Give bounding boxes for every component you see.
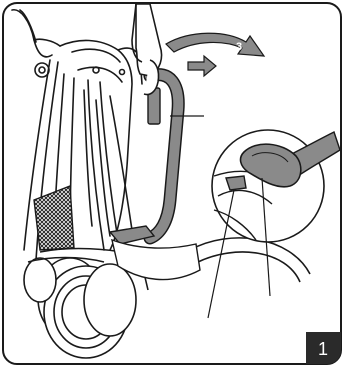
stroller-frame xyxy=(12,10,142,260)
small-latch xyxy=(226,176,246,190)
mesh-basket xyxy=(34,186,74,250)
hand xyxy=(132,4,162,95)
step-number: 1 xyxy=(318,339,328,359)
step-badge: 1 xyxy=(306,332,341,364)
arrow-step-label: 3 xyxy=(236,41,242,53)
push-arrow xyxy=(188,56,216,76)
rotate-arrow: 3 xyxy=(166,33,264,56)
